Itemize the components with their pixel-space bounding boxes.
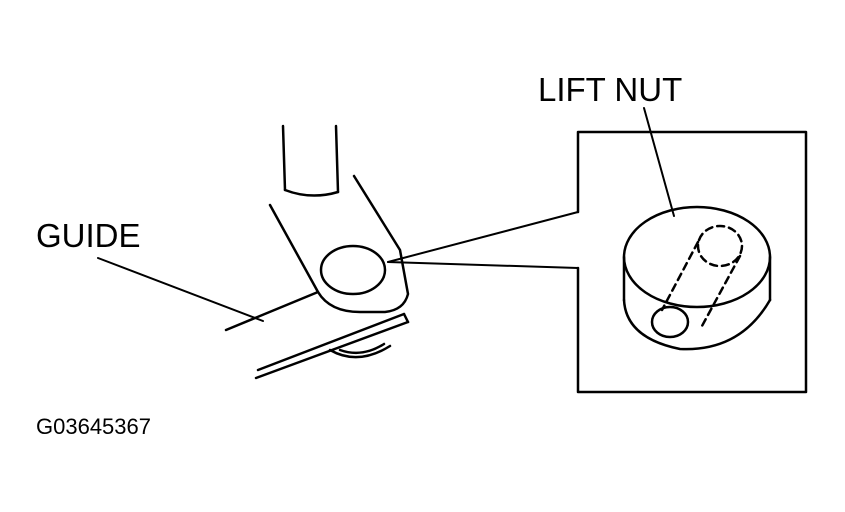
- lower-disc-rim: [338, 342, 386, 355]
- lift-nut-detail: [622, 205, 772, 351]
- lift-nut-small: [319, 244, 387, 296]
- lift-nut-leader-line: [643, 107, 675, 217]
- guide-label: GUIDE: [36, 217, 141, 254]
- shaft: [281, 124, 340, 197]
- detail-box: [576, 130, 808, 394]
- lift-nut-label: LIFT NUT: [538, 71, 683, 108]
- guide-leader-line: [97, 257, 264, 322]
- callout-lines: [387, 211, 579, 269]
- arm: [268, 174, 410, 314]
- lower-disc: [328, 344, 392, 359]
- guide-plate: [224, 290, 410, 380]
- figure-code: G03645367: [36, 414, 151, 439]
